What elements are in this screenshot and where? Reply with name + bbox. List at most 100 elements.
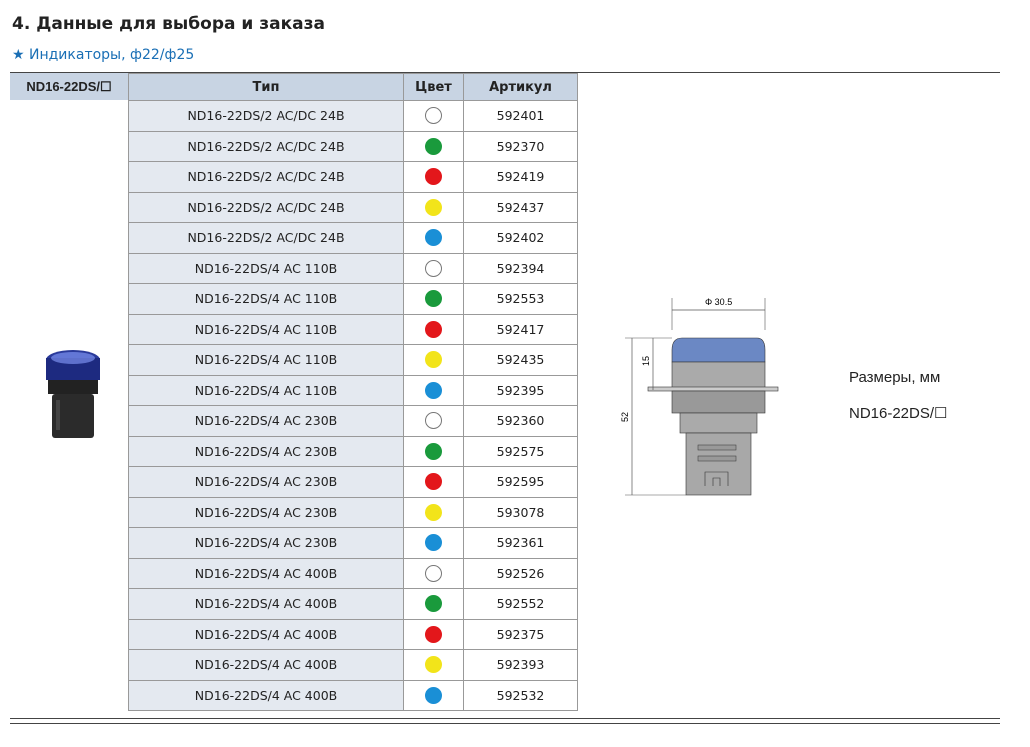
color-cell	[403, 649, 464, 681]
divider	[10, 72, 1000, 73]
color-cell	[403, 130, 464, 162]
color-cell	[403, 374, 464, 406]
table-row: ND16-22DS/2 AC/DC 24В 592401	[128, 100, 578, 132]
color-dot-green	[425, 442, 442, 460]
color-cell	[403, 344, 464, 376]
article-cell: 592395	[463, 374, 578, 406]
article-cell: 592553	[463, 283, 578, 315]
color-dot-yellow	[425, 198, 442, 216]
table-row: ND16-22DS/2 AC/DC 24В 592437	[128, 191, 578, 223]
color-dot-blue	[425, 534, 442, 552]
color-dot-red	[425, 473, 442, 491]
table-row: ND16-22DS/4 AC 400В 592532	[128, 679, 578, 711]
dimensions-caption: Размеры, мм	[849, 369, 941, 386]
table-row: ND16-22DS/4 AC 400В 592375	[128, 618, 578, 650]
article-cell: 592401	[463, 100, 578, 132]
article-cell: 592435	[463, 344, 578, 376]
article-cell: 593078	[463, 496, 578, 528]
color-dot-blue	[425, 229, 442, 247]
table-row: ND16-22DS/4 AC 230В 593078	[128, 496, 578, 528]
type-cell: ND16-22DS/4 AC 400В	[128, 649, 404, 681]
article-cell: 592552	[463, 588, 578, 620]
type-cell: ND16-22DS/2 AC/DC 24В	[128, 191, 404, 223]
color-cell	[403, 100, 464, 132]
article-cell: 592575	[463, 435, 578, 467]
color-dot-yellow	[425, 503, 442, 521]
section-title: 4. Данные для выбора и заказа	[12, 14, 325, 34]
article-cell: 592370	[463, 130, 578, 162]
divider	[10, 723, 1000, 724]
color-cell	[403, 435, 464, 467]
article-cell: 592361	[463, 527, 578, 559]
dimension-drawing: Φ 30.5 52 15	[620, 297, 779, 496]
indicator-photo	[46, 350, 100, 438]
article-cell: 592402	[463, 222, 578, 254]
color-dot-blue	[425, 381, 442, 399]
color-cell	[403, 161, 464, 193]
type-cell: ND16-22DS/4 AC 110В	[128, 252, 404, 284]
color-cell	[403, 527, 464, 559]
col-color: Цвет	[403, 73, 464, 101]
type-cell: ND16-22DS/2 AC/DC 24В	[128, 161, 404, 193]
type-cell: ND16-22DS/2 AC/DC 24В	[128, 222, 404, 254]
table-row: ND16-22DS/4 AC 110В 592553	[128, 283, 578, 315]
height-top-label: 15	[641, 356, 651, 366]
type-cell: ND16-22DS/4 AC 400В	[128, 588, 404, 620]
type-cell: ND16-22DS/4 AC 230В	[128, 435, 404, 467]
type-cell: ND16-22DS/4 AC 230В	[128, 496, 404, 528]
height-total-label: 52	[620, 412, 630, 422]
type-cell: ND16-22DS/2 AC/DC 24В	[128, 100, 404, 132]
col-type: Тип	[128, 73, 404, 101]
color-cell	[403, 405, 464, 437]
color-cell	[403, 313, 464, 345]
type-cell: ND16-22DS/4 AC 400В	[128, 679, 404, 711]
color-dot-yellow	[425, 351, 442, 369]
color-dot-green	[425, 595, 442, 613]
type-cell: ND16-22DS/4 AC 110В	[128, 344, 404, 376]
article-cell: 592375	[463, 618, 578, 650]
article-cell: 592394	[463, 252, 578, 284]
color-dot-green	[425, 137, 442, 155]
table-row: ND16-22DS/4 AC 400В 592552	[128, 588, 578, 620]
col-article: Артикул	[463, 73, 578, 101]
color-dot-red	[425, 168, 442, 186]
type-cell: ND16-22DS/4 AC 110В	[128, 374, 404, 406]
color-cell	[403, 588, 464, 620]
model-header: ND16-22DS/☐	[10, 73, 128, 100]
article-cell: 592532	[463, 679, 578, 711]
color-dot-red	[425, 625, 442, 643]
type-cell: ND16-22DS/4 AC 110В	[128, 283, 404, 315]
type-cell: ND16-22DS/4 AC 230В	[128, 527, 404, 559]
article-cell: 592595	[463, 466, 578, 498]
table-row: ND16-22DS/4 AC 230В 592595	[128, 466, 578, 498]
article-cell: 592417	[463, 313, 578, 345]
divider	[10, 718, 1000, 719]
subtitle: ★ Индикаторы, ф22/ф25	[12, 47, 195, 63]
color-cell	[403, 618, 464, 650]
table-row: ND16-22DS/4 AC 110В 592395	[128, 374, 578, 406]
color-cell	[403, 252, 464, 284]
table-row: ND16-22DS/4 AC 400В 592393	[128, 649, 578, 681]
type-cell: ND16-22DS/4 AC 400В	[128, 618, 404, 650]
color-cell	[403, 191, 464, 223]
table-row: ND16-22DS/4 AC 230В 592360	[128, 405, 578, 437]
article-cell: 592360	[463, 405, 578, 437]
color-cell	[403, 679, 464, 711]
table-row: ND16-22DS/4 AC 110В 592417	[128, 313, 578, 345]
table-row: ND16-22DS/4 AC 230В 592361	[128, 527, 578, 559]
type-cell: ND16-22DS/4 AC 230В	[128, 466, 404, 498]
color-dot-blue	[425, 686, 442, 704]
table-row: ND16-22DS/4 AC 110В 592435	[128, 344, 578, 376]
color-cell	[403, 283, 464, 315]
table-row: ND16-22DS/2 AC/DC 24В 592402	[128, 222, 578, 254]
color-dot-white	[425, 412, 442, 430]
table-row: ND16-22DS/4 AC 230В 592575	[128, 435, 578, 467]
color-dot-white	[425, 259, 442, 277]
article-cell: 592419	[463, 161, 578, 193]
dimensions-model: ND16-22DS/☐	[849, 405, 948, 422]
color-cell	[403, 496, 464, 528]
table-row: ND16-22DS/4 AC 110В 592394	[128, 252, 578, 284]
table-row: ND16-22DS/4 AC 400В 592526	[128, 557, 578, 589]
type-cell: ND16-22DS/4 AC 400В	[128, 557, 404, 589]
article-cell: 592526	[463, 557, 578, 589]
